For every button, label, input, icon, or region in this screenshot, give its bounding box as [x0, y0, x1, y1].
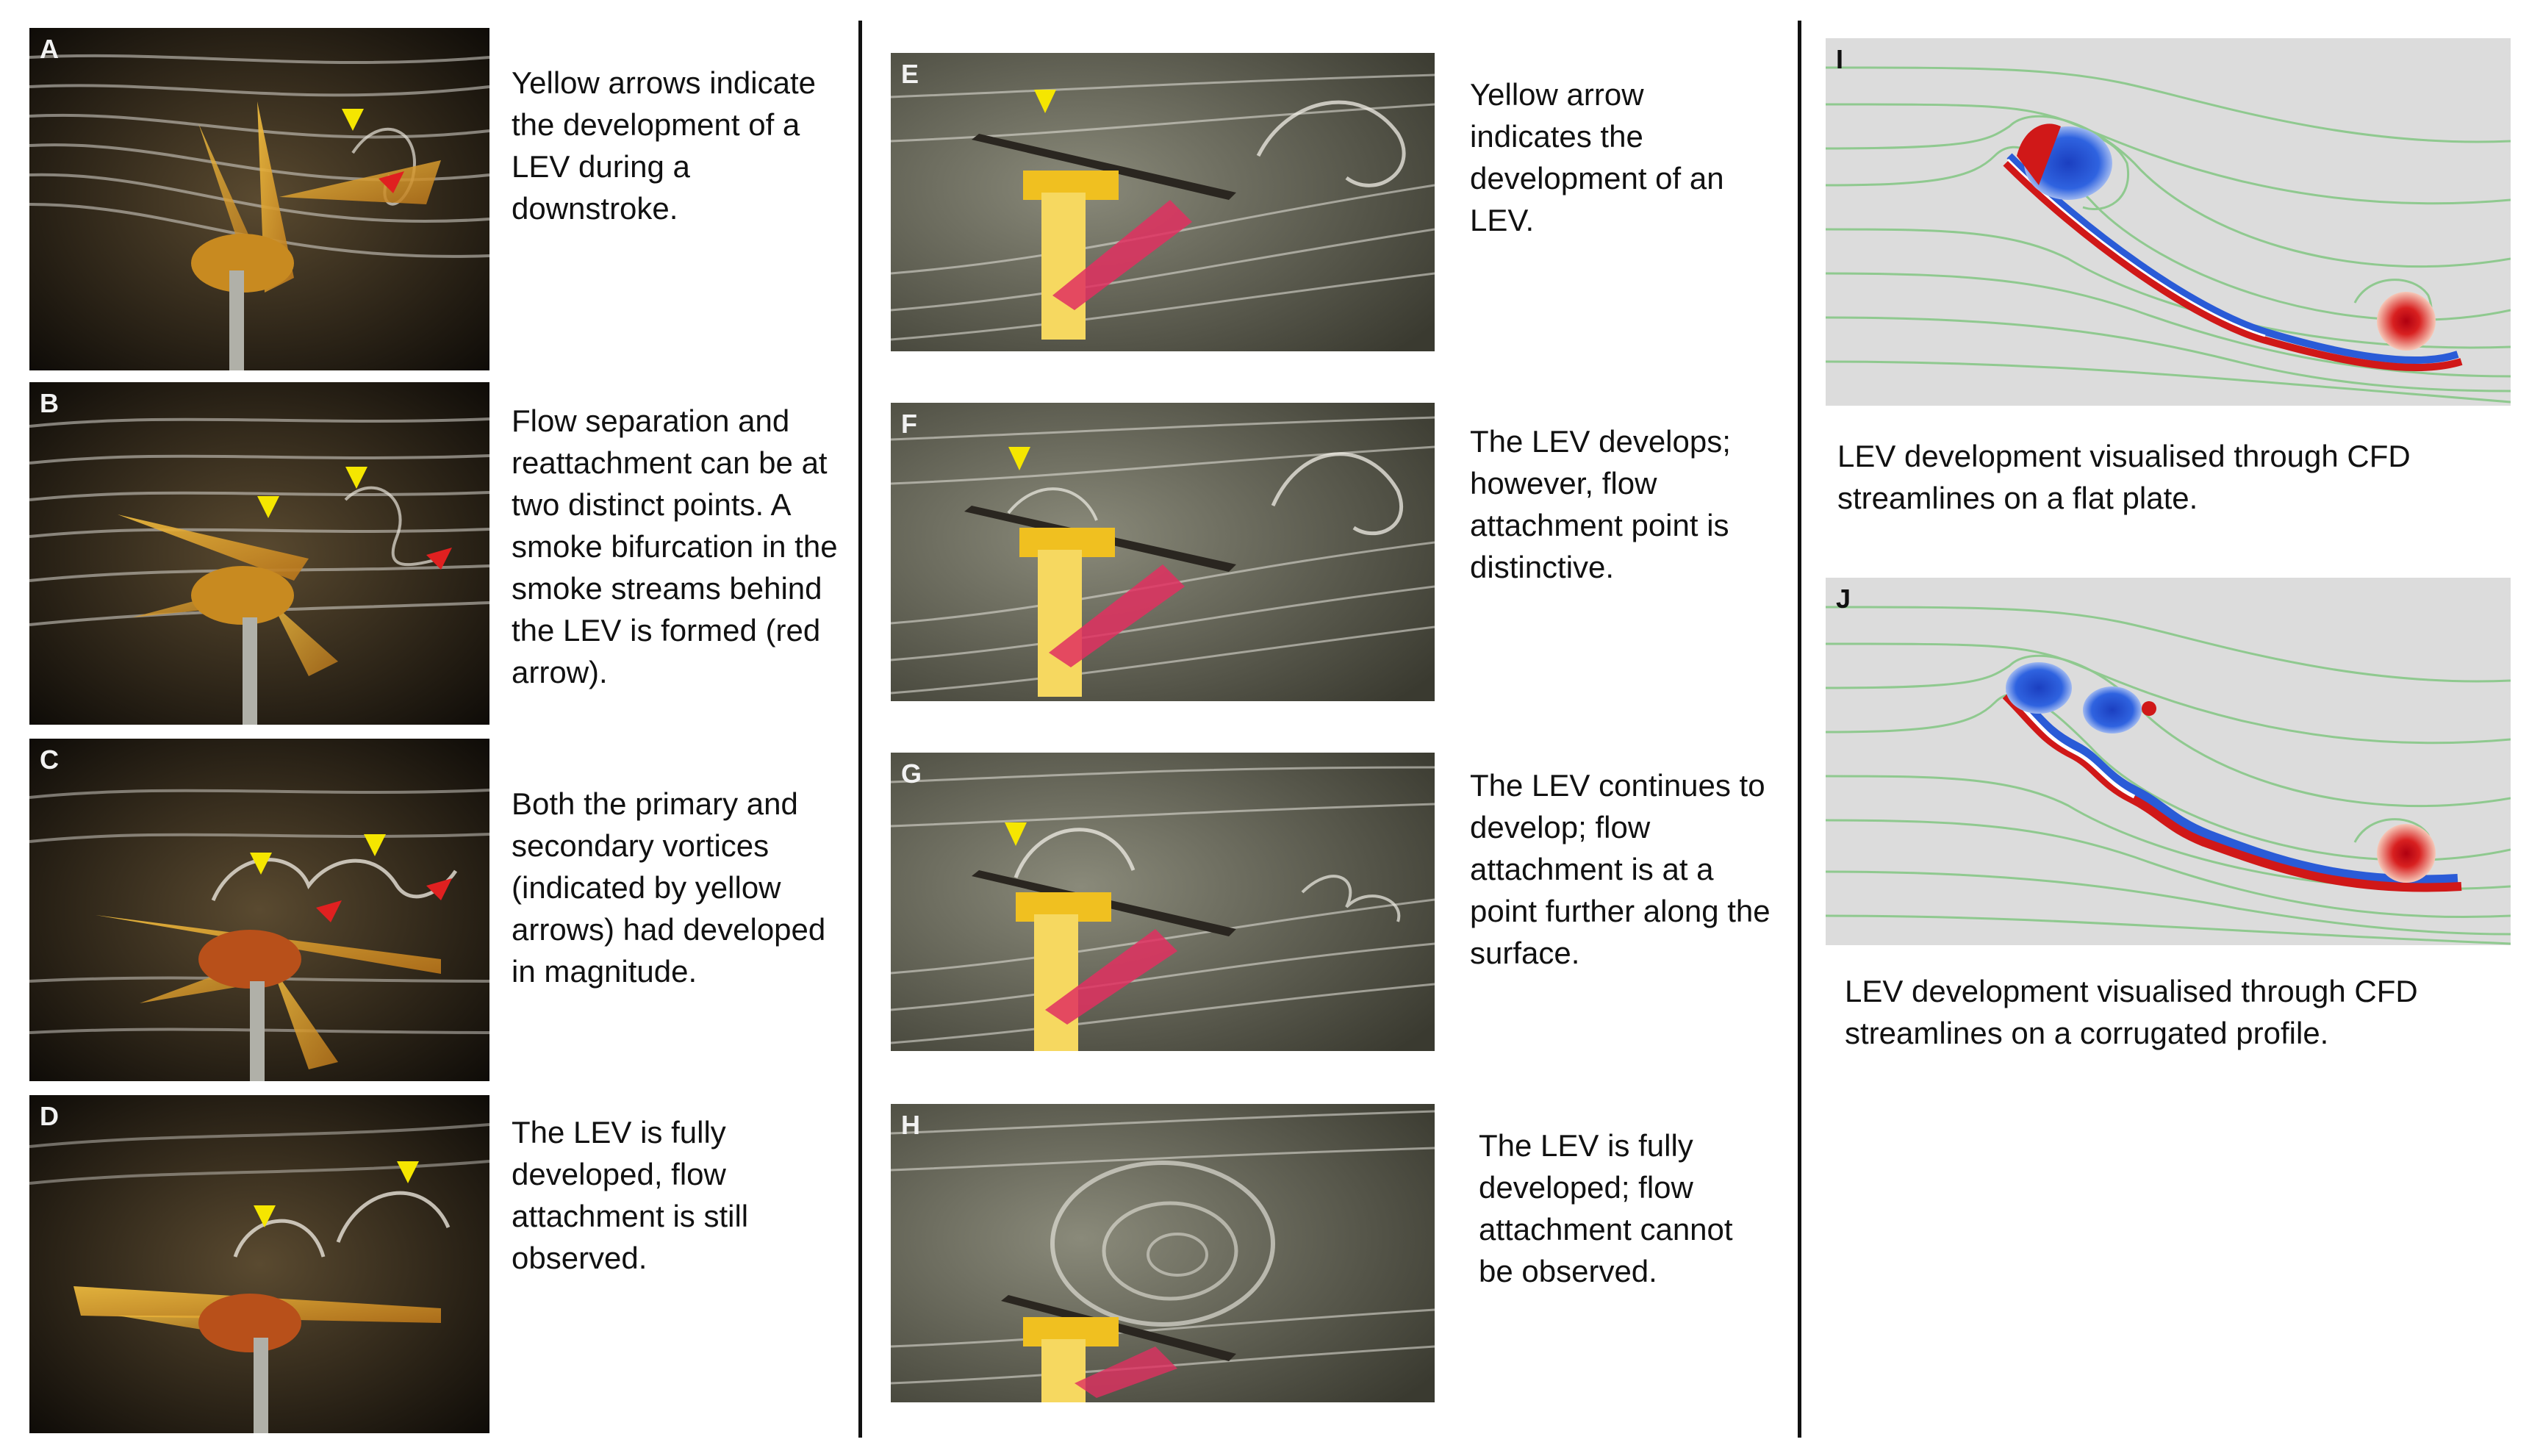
panel-c-caption: Both the primary and secondary vortices … — [512, 786, 826, 989]
panel-d-caption: The LEV is fully developed, flow attachm… — [512, 1115, 749, 1275]
panel-e-caption: Yellow arrow indicates the development o… — [1470, 77, 1724, 237]
cfd-flat-plate-streamlines — [1826, 38, 2511, 406]
panel-g-label: G — [901, 759, 922, 789]
cfd-corrugated-profile-streamlines — [1826, 578, 2511, 945]
wing-model-smoke-photo — [891, 53, 1435, 351]
dragonfly-smoke-photo — [29, 382, 489, 725]
wing-model-smoke-photo — [891, 753, 1435, 1051]
panel-j-label: J — [1836, 584, 1851, 614]
dragonfly-smoke-photo — [29, 1095, 489, 1433]
panel-a-label: A — [40, 34, 59, 64]
panel-b-label: B — [40, 388, 59, 418]
panel-i-caption: LEV development visualised through CFD s… — [1837, 439, 2411, 515]
wing-model-smoke-photo — [891, 1104, 1435, 1402]
dragonfly-smoke-photo — [29, 28, 489, 370]
panel-d-label: D — [40, 1101, 59, 1131]
panel-g-image: G — [891, 753, 1435, 1051]
panel-e-label: E — [901, 59, 919, 89]
panel-c-image: C — [29, 739, 489, 1081]
panel-f-image: F — [891, 403, 1435, 701]
panel-d-image: D — [29, 1095, 489, 1433]
panel-h-caption: The LEV is fully developed; flow attachm… — [1479, 1128, 1733, 1288]
column-divider-right — [1798, 21, 1801, 1438]
panel-b-image: B — [29, 382, 489, 725]
dragonfly-smoke-photo — [29, 739, 489, 1081]
panel-h-image: H — [891, 1104, 1435, 1402]
panel-i-image: I — [1826, 38, 2511, 406]
panel-g-caption: The LEV continues to develop; flow attac… — [1470, 768, 1771, 970]
panel-e-image: E — [891, 53, 1435, 351]
panel-i-label: I — [1836, 44, 1844, 74]
panel-a-image: A — [29, 28, 489, 370]
panel-c-label: C — [40, 745, 59, 775]
panel-f-caption: The LEV develops; however, flow attachme… — [1470, 424, 1731, 584]
panel-j-caption: LEV development visualised through CFD s… — [1845, 974, 2418, 1050]
wing-model-smoke-photo — [891, 403, 1435, 701]
column-divider-left — [858, 21, 862, 1438]
panel-a-caption: Yellow arrows indicate the development o… — [512, 65, 816, 226]
panel-j-image: J — [1826, 578, 2511, 945]
panel-b-caption: Flow separation and reattachment can be … — [512, 404, 838, 689]
panel-f-label: F — [901, 409, 917, 439]
panel-h-label: H — [901, 1110, 920, 1140]
